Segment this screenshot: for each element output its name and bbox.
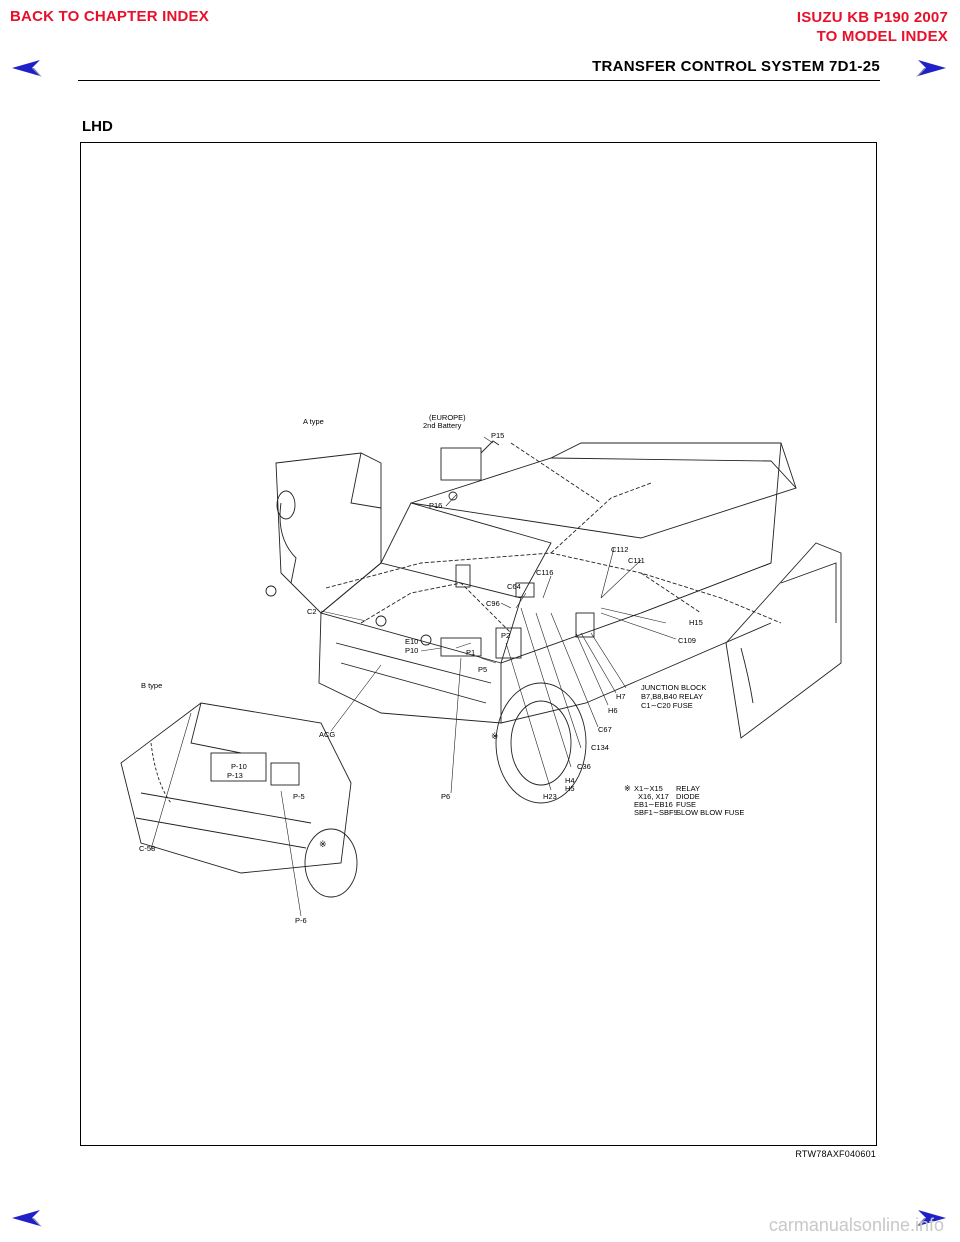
fuse-box-engine: [440, 637, 482, 657]
b-type-fuse-box: [210, 752, 267, 782]
connector-label: C-58: [139, 844, 155, 853]
page-header-title: TRANSFER CONTROL SYSTEM 7D1-25: [592, 58, 880, 75]
watermark: carmanualsonline.info: [768, 1215, 944, 1235]
b-type-truck-outline: [120, 702, 352, 874]
connector-label: P-5: [293, 792, 305, 801]
connector-label: H23: [543, 792, 557, 801]
connector-label: C96: [486, 599, 500, 608]
connector-label: C134: [591, 743, 609, 752]
second-battery-label: 2nd Battery: [423, 421, 462, 430]
connector-label: P10: [405, 646, 418, 655]
junction-block-title: JUNCTION BLOCK: [641, 683, 706, 692]
relay-box: [495, 627, 522, 659]
legend-desc: FUSE: [676, 800, 696, 809]
connector-label: H5: [565, 784, 575, 793]
connector-label: C109: [678, 636, 696, 645]
connector-label: P2: [501, 631, 510, 640]
connector-label: C2: [307, 607, 317, 616]
legend-code: SBF1∼SBF9: [634, 808, 678, 817]
connector-label: P1: [466, 648, 475, 657]
legend-mark: ※: [624, 784, 631, 793]
connector-label: C36: [577, 762, 591, 771]
connector-label: P15: [491, 431, 504, 440]
b-type-label: B type: [141, 681, 162, 690]
main-harness-route: [325, 552, 782, 624]
diagram-frame: A type (EUROPE) 2nd Battery B type P15 P…: [80, 142, 877, 1146]
connector-label: ACG: [319, 730, 335, 739]
b-type-front-wheel: [304, 828, 358, 898]
model-index-block: ISUZU KB P190 2007 TO MODEL INDEX: [797, 8, 948, 46]
connector-label: H7: [616, 692, 626, 701]
truck-bed-outline: [550, 442, 797, 489]
prev-page-left-arrow-icon[interactable]: [10, 58, 44, 78]
windshield-outline: [380, 502, 552, 599]
second-battery-box: [440, 447, 482, 481]
connector-label: P-10: [231, 762, 247, 771]
wiring-harness-diagram: A type (EUROPE) 2nd Battery B type P15 P…: [120, 413, 842, 925]
left-door-outline: [275, 452, 382, 614]
connector-label: C111: [628, 556, 645, 565]
connector-label: H6: [608, 706, 618, 715]
connector-label: P-13: [227, 771, 243, 780]
europe-label: (EUROPE): [429, 413, 466, 422]
left-mirror: [276, 490, 296, 520]
legend-desc: RELAY: [676, 784, 700, 793]
connector-label: C67: [598, 725, 612, 734]
to-model-index-link[interactable]: TO MODEL INDEX: [816, 28, 948, 45]
truck-roof-outline: [410, 457, 797, 539]
header-divider: [78, 80, 880, 81]
asterisk-mark: ※: [491, 731, 499, 741]
legend-desc: DIODE: [676, 792, 700, 801]
junction-block-fuse: C1∼C20 FUSE: [641, 701, 693, 710]
connector-label: C116: [536, 568, 553, 577]
connector-label: H15: [689, 618, 703, 627]
legend: ※ X1∼X15 RELAY X16, X17 DIODE EB1∼EB16 F…: [624, 784, 744, 817]
front-wheel: [495, 682, 587, 804]
a-type-label: A type: [303, 417, 324, 426]
connector-label: E10: [405, 637, 418, 646]
next-page-right-arrow-icon[interactable]: [914, 58, 948, 78]
legend-code: EB1∼EB16: [634, 800, 673, 809]
legend-code: X16, X17: [638, 792, 669, 801]
figure-code: RTW78AXF040601: [795, 1149, 876, 1159]
asterisk-mark: ※: [319, 839, 327, 849]
front-fascia-outline: [318, 612, 502, 724]
junction-block: [575, 612, 595, 638]
connector-label: C64: [507, 582, 521, 591]
legend-desc: SLOW BLOW FUSE: [676, 808, 744, 817]
connector-label: C112: [611, 545, 628, 554]
junction-block-relay: B7,B8,B40 RELAY: [641, 692, 703, 701]
model-name-link[interactable]: ISUZU KB P190 2007: [796, 9, 948, 26]
section-label: LHD: [82, 118, 113, 135]
right-door-outline: [725, 542, 842, 739]
back-to-chapter-index-link[interactable]: BACK TO CHAPTER INDEX: [10, 8, 209, 25]
connector-label: P16: [429, 501, 442, 510]
connector-label: P5: [478, 665, 487, 674]
connector-label: P6: [441, 792, 450, 801]
legend-code: X1∼X15: [634, 784, 663, 793]
connector-label: H4: [565, 776, 575, 785]
next-page-right-arrow-icon[interactable]: [914, 1208, 948, 1228]
connector-label: P-6: [295, 916, 307, 925]
prev-page-left-arrow-icon[interactable]: [10, 1208, 44, 1228]
